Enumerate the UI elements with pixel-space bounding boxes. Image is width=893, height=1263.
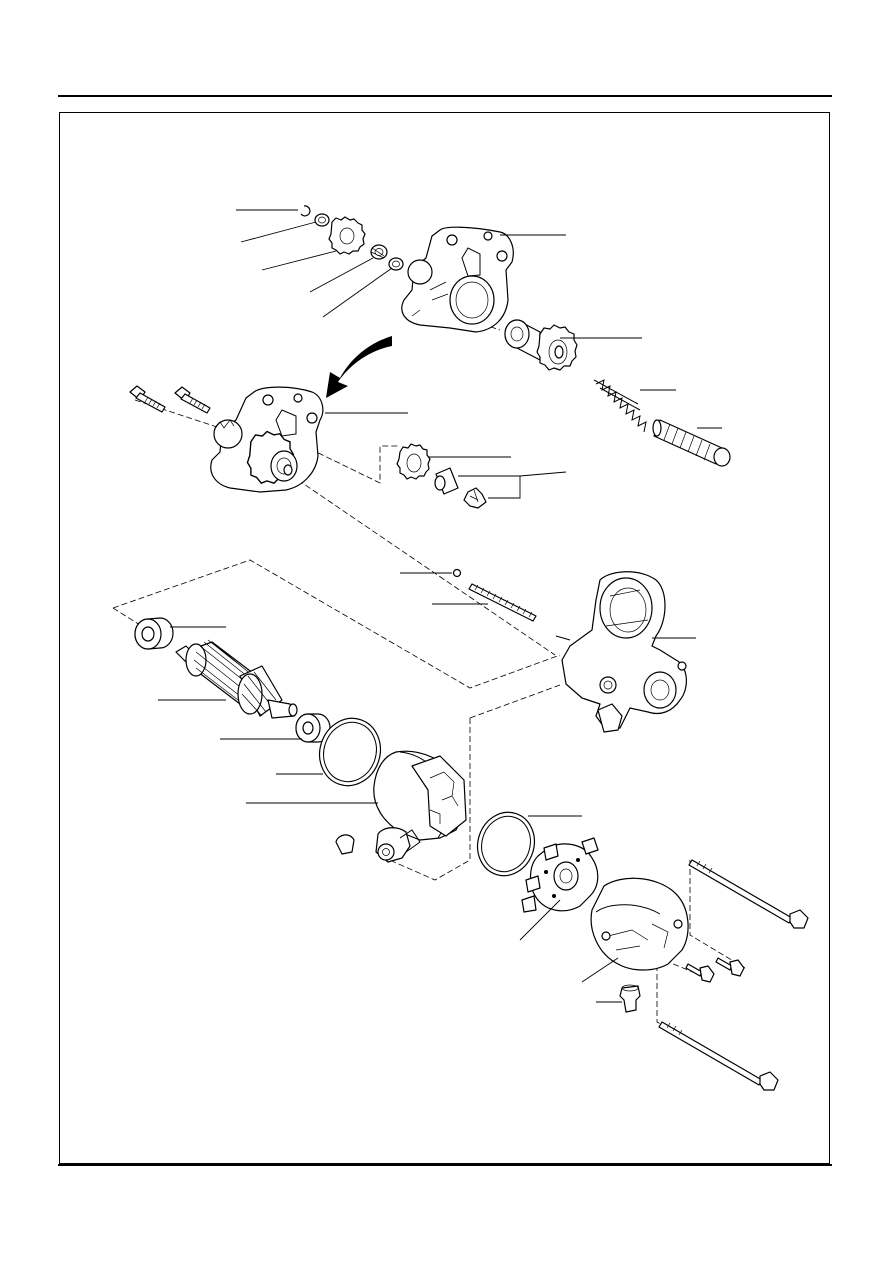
grommet-part: [619, 984, 641, 1013]
steel-ball-part: [452, 568, 462, 578]
magnetic-switch-part: [555, 571, 687, 733]
yoke-part: [335, 750, 467, 863]
brush-holder-part: [521, 837, 599, 913]
bracket-leader: [458, 471, 567, 499]
header-rule: [58, 95, 832, 97]
o-ring-1-part: [318, 717, 382, 787]
small-screws: [685, 957, 745, 983]
callout-pinion-spring: [309, 257, 374, 293]
figure-frame: [59, 112, 830, 1164]
armature-part: [175, 639, 298, 719]
front-housing-part: [401, 226, 514, 333]
return-spring-part: [593, 379, 647, 433]
callout-brush-holder: [519, 899, 561, 941]
callout-lines: [158, 209, 722, 1003]
callout-pinion-gear: [261, 250, 337, 271]
callout-collar-2: [322, 267, 393, 318]
housing-assembled-part: [210, 386, 324, 493]
callout-end-cover: [581, 957, 619, 983]
idler-gear-part: [396, 443, 431, 480]
bolt-parts: [129, 385, 211, 414]
pinion-spring-part: [370, 244, 388, 260]
front-bearing-part: [134, 617, 174, 650]
pinion-gear-part: [328, 216, 366, 255]
roller-bearing-part: [434, 467, 487, 509]
o-ring-2-part: [476, 811, 536, 877]
assembly-arrow: [326, 336, 392, 398]
footer-rule: [58, 1164, 832, 1166]
end-cover-part: [590, 877, 689, 971]
pinion-shaft-part: [652, 419, 731, 467]
callout-stop-collar: [240, 221, 317, 243]
snap-ring-part: [300, 205, 311, 217]
through-bolts: [658, 859, 809, 1091]
overrunning-clutch-part: [504, 319, 578, 371]
plunger-spring-part: [468, 583, 537, 622]
stop-collar-part: [314, 213, 330, 227]
collar-part: [388, 257, 404, 271]
